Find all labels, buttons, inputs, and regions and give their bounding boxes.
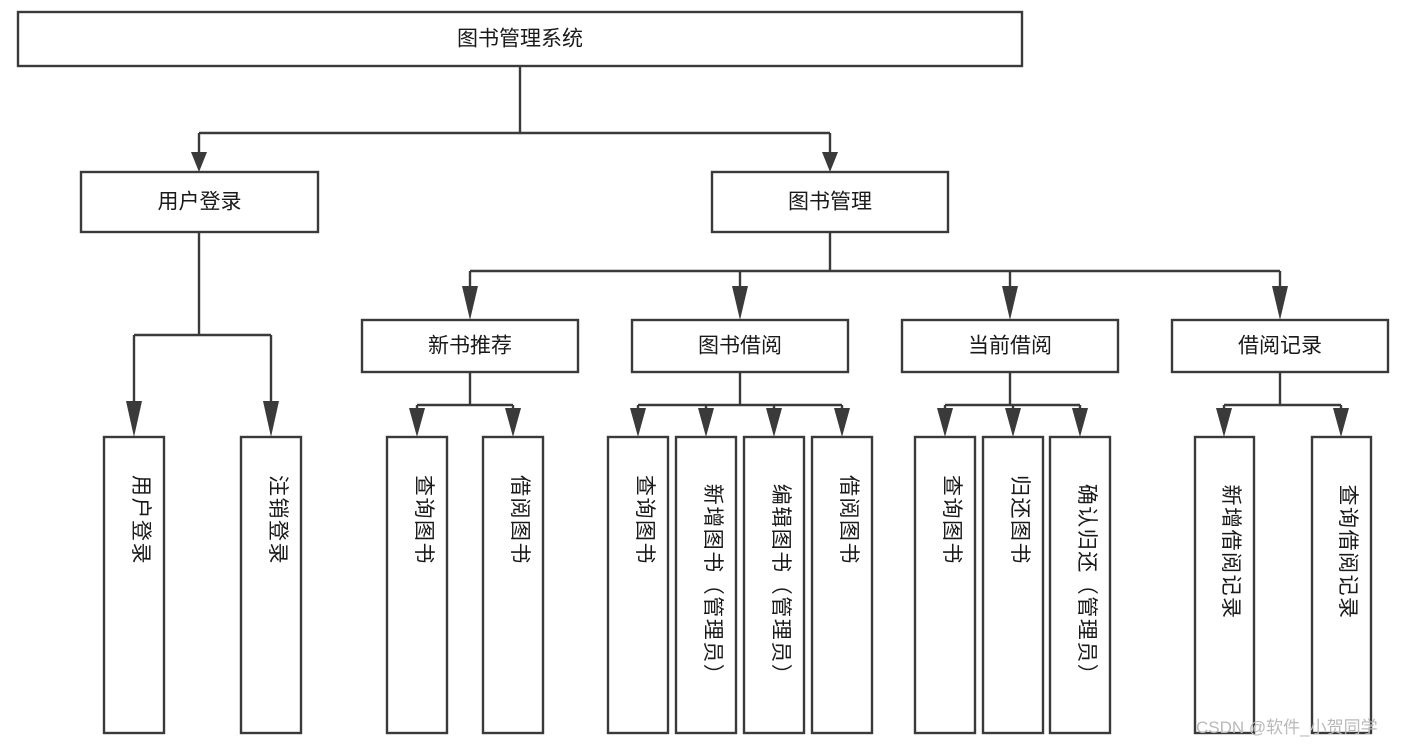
node-leaf-user-login-0-label: 用户登录	[129, 475, 152, 565]
node-root-label: 图书管理系统	[457, 28, 583, 51]
node-leaf-current-borrow-2[interactable]: 确认归还（管理员）	[1048, 435, 1112, 735]
node-leaf-current-borrow-0-label: 查询图书	[940, 475, 963, 565]
node-leaf-user-login-0[interactable]: 用户登录	[102, 435, 166, 735]
arrow-head-leaf-book-borrow-0	[630, 408, 646, 437]
watermark-label: CSDN @软件_小贺同学	[1196, 718, 1378, 737]
node-leaf-new-book-0[interactable]: 查询图书	[385, 435, 449, 735]
arrow-head-leaf-book-borrow-3	[834, 408, 850, 437]
node-borrow-record-label: 借阅记录	[1238, 335, 1322, 358]
arrow-head-user-login	[191, 152, 207, 172]
node-new-book-recommend-label: 新书推荐	[428, 335, 512, 358]
node-leaf-current-borrow-1[interactable]: 归还图书	[981, 435, 1045, 735]
node-leaf-book-borrow-0-label: 查询图书	[633, 475, 656, 565]
node-user-login[interactable]: 用户登录	[79, 170, 320, 234]
node-book-borrow[interactable]: 图书借阅	[630, 318, 850, 374]
arrow-head-leaf-current-borrow-0	[937, 408, 953, 437]
arrow-head-leaf-current-borrow-2	[1072, 408, 1088, 437]
node-leaf-book-borrow-3[interactable]: 借阅图书	[810, 435, 874, 735]
arrow-head-book-borrow	[732, 286, 748, 320]
arrow-head-leaf-book-borrow-2	[766, 408, 782, 437]
node-leaf-borrow-record-0[interactable]: 新增借阅记录	[1193, 435, 1256, 735]
node-current-borrow-label: 当前借阅	[968, 335, 1052, 358]
node-book-management[interactable]: 图书管理	[710, 170, 950, 234]
arrow-head-leaf-current-borrow-1	[1005, 408, 1021, 437]
arrow-head-new-book	[462, 286, 478, 320]
arrow-head-leaf-borrow-record-1	[1333, 408, 1349, 437]
node-leaf-book-borrow-3-label: 借阅图书	[837, 475, 860, 565]
connector-layer	[126, 66, 1349, 437]
arrow-head-leaf-book-borrow-1	[698, 408, 714, 437]
node-leaf-new-book-1-label: 借阅图书	[508, 475, 531, 565]
arrow-head-borrow-record	[1272, 286, 1288, 320]
node-leaf-borrow-record-1[interactable]: 查询借阅记录	[1310, 435, 1373, 735]
node-book-borrow-label: 图书借阅	[698, 335, 782, 358]
arrow-head-leaf-user-login-0	[126, 401, 142, 437]
node-leaf-book-borrow-1-label: 新增图书（管理员）	[701, 484, 724, 687]
node-leaf-borrow-record-0-label: 新增借阅记录	[1219, 485, 1242, 620]
node-leaf-book-borrow-2-label: 编辑图书（管理员）	[769, 484, 792, 687]
arrow-head-leaf-new-book-0	[409, 408, 425, 437]
node-leaf-user-login-1[interactable]: 注销登录	[239, 435, 303, 735]
node-book-management-label: 图书管理	[788, 191, 872, 214]
node-leaf-book-borrow-2[interactable]: 编辑图书（管理员）	[742, 435, 806, 735]
node-new-book-recommend[interactable]: 新书推荐	[360, 318, 580, 374]
node-leaf-book-borrow-1[interactable]: 新增图书（管理员）	[674, 435, 738, 735]
node-root[interactable]: 图书管理系统	[16, 10, 1024, 68]
node-user-login-label: 用户登录	[158, 191, 242, 214]
node-leaf-new-book-1[interactable]: 借阅图书	[481, 435, 545, 735]
arrow-head-book-mgmt	[822, 152, 838, 172]
arrow-head-leaf-new-book-1	[505, 408, 521, 437]
node-leaf-book-borrow-0[interactable]: 查询图书	[606, 435, 670, 735]
node-current-borrow[interactable]: 当前借阅	[900, 318, 1120, 374]
node-leaf-current-borrow-2-label: 确认归还（管理员）	[1075, 484, 1098, 687]
node-leaf-borrow-record-1-label: 查询借阅记录	[1336, 485, 1359, 620]
arrow-head-leaf-user-login-1	[263, 401, 279, 437]
arrow-head-leaf-borrow-record-0	[1216, 408, 1232, 437]
node-leaf-current-borrow-0[interactable]: 查询图书	[913, 435, 977, 735]
node-borrow-record[interactable]: 借阅记录	[1170, 318, 1390, 374]
arrow-head-current-borrow	[1002, 286, 1018, 320]
node-leaf-new-book-0-label: 查询图书	[412, 475, 435, 565]
node-leaf-current-borrow-1-label: 归还图书	[1008, 475, 1031, 565]
node-leaf-user-login-1-label: 注销登录	[266, 475, 289, 565]
